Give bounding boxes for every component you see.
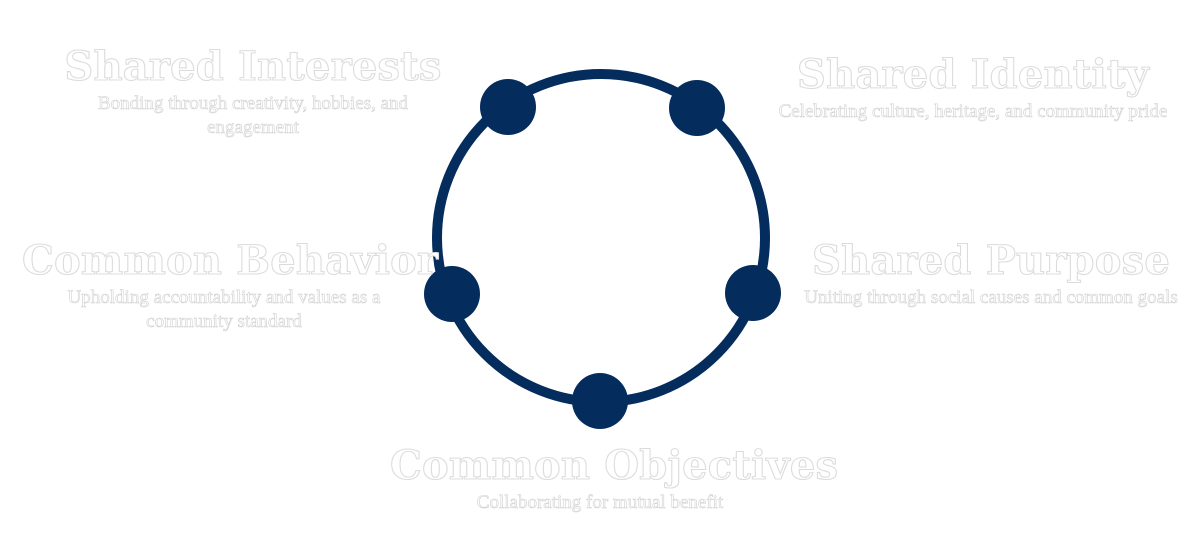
node-shared-purpose [725,265,781,321]
label-shared-identity: Shared Identity Celebrating culture, her… [752,51,1194,124]
label-shared-purpose: Shared Purpose Uniting through social ca… [784,237,1198,310]
label-common-behavior: Common Behavior Upholding accountability… [21,237,439,334]
node-common-behavior [424,266,480,322]
node-description: Uniting through social causes and common… [804,287,1178,309]
node-description: Upholding accountability and values as a… [67,287,381,333]
node-title: Shared Identity [796,51,1149,98]
node-description: Bonding through creativity, hobbies, and… [97,93,409,139]
node-title: Common Behavior [21,237,439,284]
node-shared-interests [480,79,536,135]
label-shared-interests: Shared Interests Bonding through creativ… [50,43,456,140]
label-common-objectives: Common Objectives Collaborating for mutu… [389,442,839,515]
node-description: Celebrating culture, heritage, and commu… [778,101,1168,123]
node-title: Shared Interests [64,43,442,90]
node-title: Common Objectives [389,442,839,489]
node-shared-identity [669,80,725,136]
node-description: Collaborating for mutual benefit [476,492,724,514]
node-common-objectives [572,373,628,429]
node-title: Shared Purpose [811,237,1170,284]
